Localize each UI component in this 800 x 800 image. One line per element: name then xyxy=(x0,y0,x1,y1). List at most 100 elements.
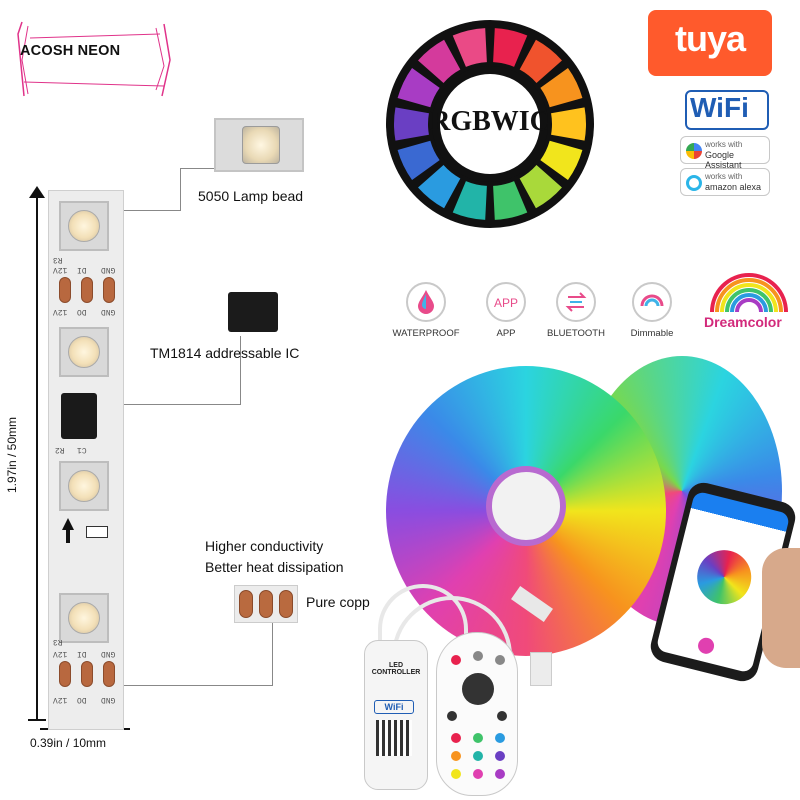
copper-pad xyxy=(81,277,93,303)
color-wheel-segment xyxy=(397,67,440,108)
strip-mark: 12V xyxy=(53,307,68,316)
dreamcolor-label: Dreamcolor xyxy=(704,314,782,330)
height-dimension-label: 1.97in / 50mm xyxy=(5,416,19,494)
lamp-bead-label: 5050 Lamp bead xyxy=(198,188,304,204)
strip-mark: 12V xyxy=(53,649,68,658)
remote-dial xyxy=(462,673,494,705)
copper-pads-image xyxy=(234,585,298,623)
color-wheel-segment xyxy=(418,165,461,209)
strip-mark: 12V xyxy=(53,265,68,274)
color-picker-wheel xyxy=(691,544,757,610)
color-wheel xyxy=(386,20,594,228)
tuya-text: tuya xyxy=(674,18,746,59)
remote-button xyxy=(451,769,461,779)
remote-button xyxy=(495,733,505,743)
color-wheel-segment xyxy=(493,28,528,67)
direction-arrow-stem xyxy=(66,529,70,543)
callout-line xyxy=(124,210,180,211)
lamp-bead-image xyxy=(214,118,304,172)
brand-logo xyxy=(17,21,171,97)
wifi-badge xyxy=(685,90,769,130)
strip-mark: R2 xyxy=(55,445,65,454)
led-chip xyxy=(59,327,109,377)
google-assistant-icon xyxy=(686,143,702,159)
dimmable-icon xyxy=(632,282,672,322)
remote-button xyxy=(451,751,461,761)
callout-line xyxy=(124,404,240,405)
feature-label: WATERPROOF xyxy=(392,328,460,339)
wifi-controller xyxy=(364,640,428,790)
remote-button xyxy=(473,651,483,661)
copper-pad xyxy=(81,661,93,687)
google-assistant-badge: works with Google Assistant xyxy=(680,136,770,170)
reel-hub xyxy=(486,466,566,546)
resistor xyxy=(86,526,108,538)
callout-line xyxy=(240,336,241,405)
callout-line xyxy=(180,168,181,211)
badge-title: amazon alexa xyxy=(705,182,762,192)
direction-arrow-icon xyxy=(62,518,74,530)
strip-mark: GND xyxy=(101,307,116,316)
ic-label: TM1814 addressable IC xyxy=(150,345,300,361)
remote-button xyxy=(495,769,505,779)
remote-button xyxy=(497,711,507,721)
strip-mark: GND xyxy=(101,649,116,658)
remote-button xyxy=(495,751,505,761)
color-wheel-segment xyxy=(551,107,586,141)
width-dimension-label: 0.39in / 10mm xyxy=(30,736,107,750)
color-wheel-segment xyxy=(394,107,429,141)
callout-line xyxy=(272,622,273,686)
tuya-badge xyxy=(648,10,772,76)
strip-mark: DO xyxy=(77,307,87,316)
feature-label: Dimmable xyxy=(630,328,674,339)
ic-chip xyxy=(61,393,97,439)
callout-line xyxy=(180,168,216,169)
feature-label: APP xyxy=(496,328,516,339)
qr-code xyxy=(376,720,412,756)
badge-caption: works with xyxy=(705,172,743,181)
height-dimension-line xyxy=(36,195,38,720)
color-wheel-segment xyxy=(397,140,440,181)
led-chip xyxy=(59,593,109,643)
app-glyph: APP xyxy=(494,296,518,310)
color-wheel-segment xyxy=(519,165,562,209)
height-dimension-end xyxy=(28,719,46,721)
alexa-badge: works with amazon alexa xyxy=(680,168,770,196)
copper-pad xyxy=(103,661,115,687)
copper-pad xyxy=(59,661,71,687)
copper-pad xyxy=(103,277,115,303)
color-wheel-segment xyxy=(519,39,562,83)
strip-mark: DI xyxy=(77,265,87,274)
badge-title: Google Assistant xyxy=(705,150,742,170)
color-wheel-segment xyxy=(418,39,461,83)
strip-mark: C1 xyxy=(77,445,87,454)
alexa-icon xyxy=(686,175,702,191)
remote-button xyxy=(447,711,457,721)
feature-label: BLUETOOTH xyxy=(547,328,605,339)
pure-copper-label: Pure copp xyxy=(306,594,370,610)
remote-button xyxy=(473,733,483,743)
waterproof-icon xyxy=(406,282,446,322)
color-wheel-segment xyxy=(540,140,583,181)
color-wheel-segment xyxy=(540,67,583,108)
app-icon: APP xyxy=(486,282,526,322)
heat-label: Better heat dissipation xyxy=(205,559,344,575)
strip-mark: 12V xyxy=(53,695,68,704)
strip-mark: DI xyxy=(77,649,87,658)
remote-button xyxy=(451,655,461,665)
led-strip: R3 12V DI GND 12V DO GND R2 C1 R3 12V DI… xyxy=(48,190,124,730)
led-chip xyxy=(59,461,109,511)
rgbwic-label: RGBWIC xyxy=(430,106,550,137)
strip-mark: DO xyxy=(77,695,87,704)
ic-image xyxy=(228,292,278,332)
controller-wifi-label: WiFi xyxy=(374,700,414,714)
led-chip xyxy=(59,201,109,251)
bluetooth-icon xyxy=(556,282,596,322)
callout-line xyxy=(124,685,272,686)
wifi-text: WiFi xyxy=(690,92,749,123)
dimension-arrow-up xyxy=(29,186,45,198)
color-wheel-segment xyxy=(493,181,528,220)
strip-mark: R3 xyxy=(53,637,63,646)
remote-button xyxy=(451,733,461,743)
copper-pad xyxy=(59,277,71,303)
